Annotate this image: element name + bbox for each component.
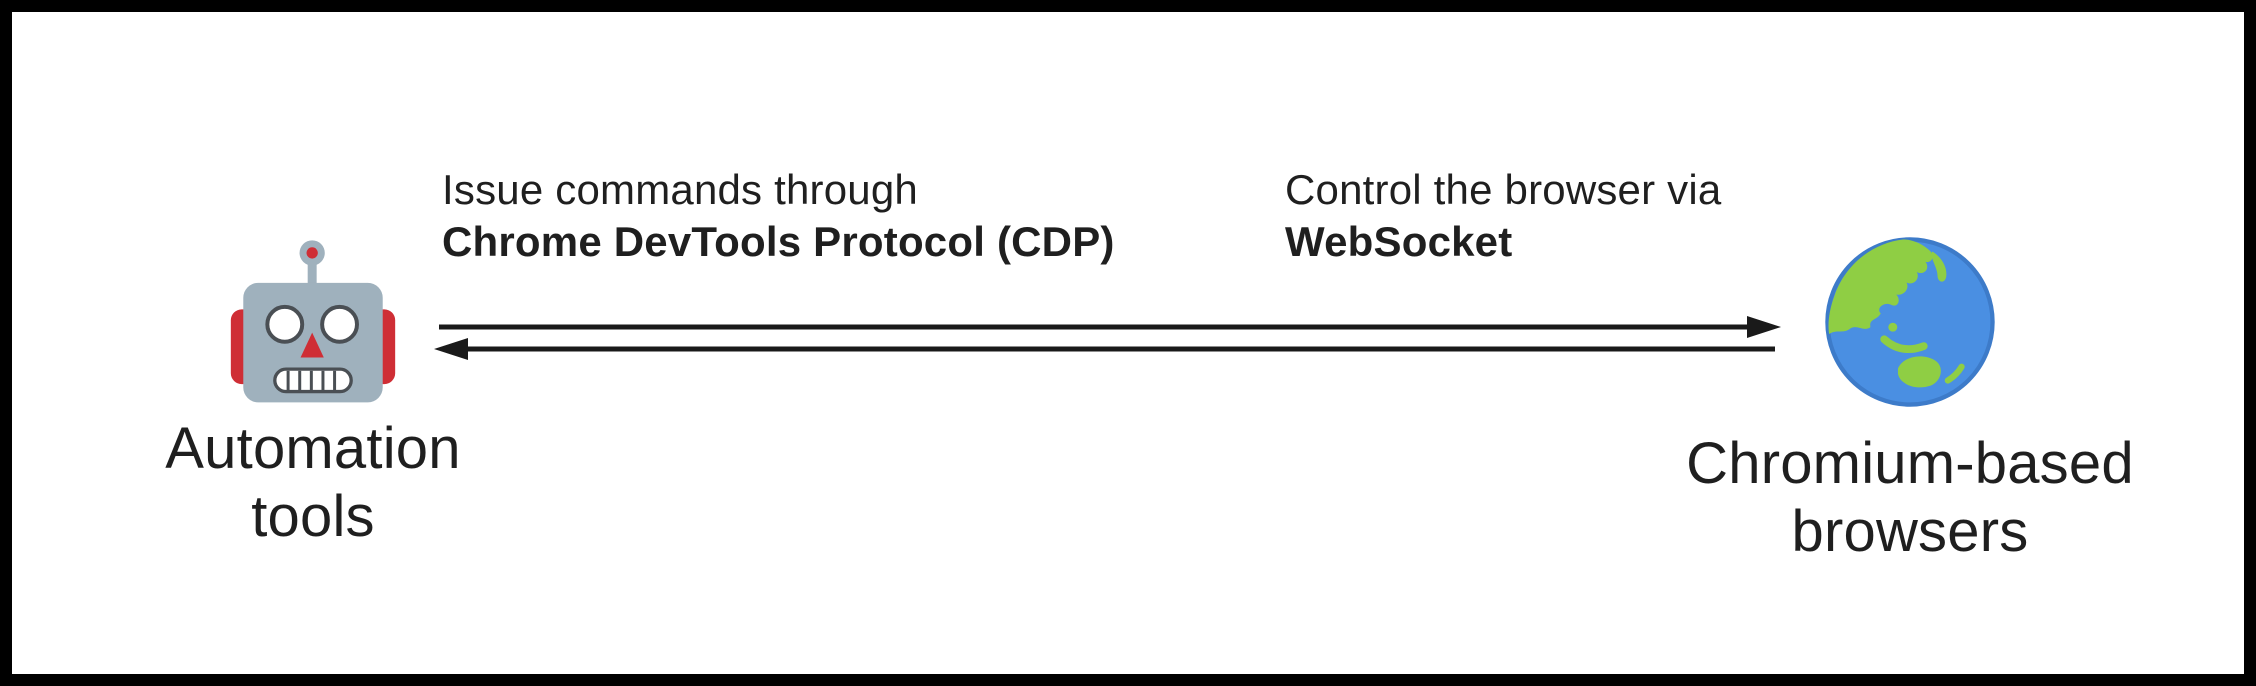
websocket-label-line2: WebSocket: [1285, 218, 1513, 265]
automation-tools-label-line2: tools: [251, 484, 375, 549]
arrow-left: [434, 338, 1775, 360]
chromium-browsers-label: Chromium-based browsers: [1660, 430, 2160, 566]
automation-tools-label-line1: Automation: [165, 416, 461, 481]
chromium-browsers-label-line1: Chromium-based: [1686, 431, 2134, 496]
websocket-label: Control the browser via WebSocket: [1285, 164, 1721, 268]
automation-tools-label: Automation tools: [113, 415, 513, 551]
cdp-label-line2: Chrome DevTools Protocol (CDP): [442, 218, 1115, 265]
cdp-label-line1: Issue commands through: [442, 166, 918, 213]
bidirectional-arrows: [434, 316, 1781, 360]
arrow-right: [439, 316, 1781, 338]
robot-icon: [230, 238, 396, 404]
globe-icon: [1824, 236, 1996, 408]
chromium-browsers-label-line2: browsers: [1791, 499, 2029, 564]
cdp-label: Issue commands through Chrome DevTools P…: [442, 164, 1115, 268]
websocket-label-line1: Control the browser via: [1285, 166, 1722, 213]
